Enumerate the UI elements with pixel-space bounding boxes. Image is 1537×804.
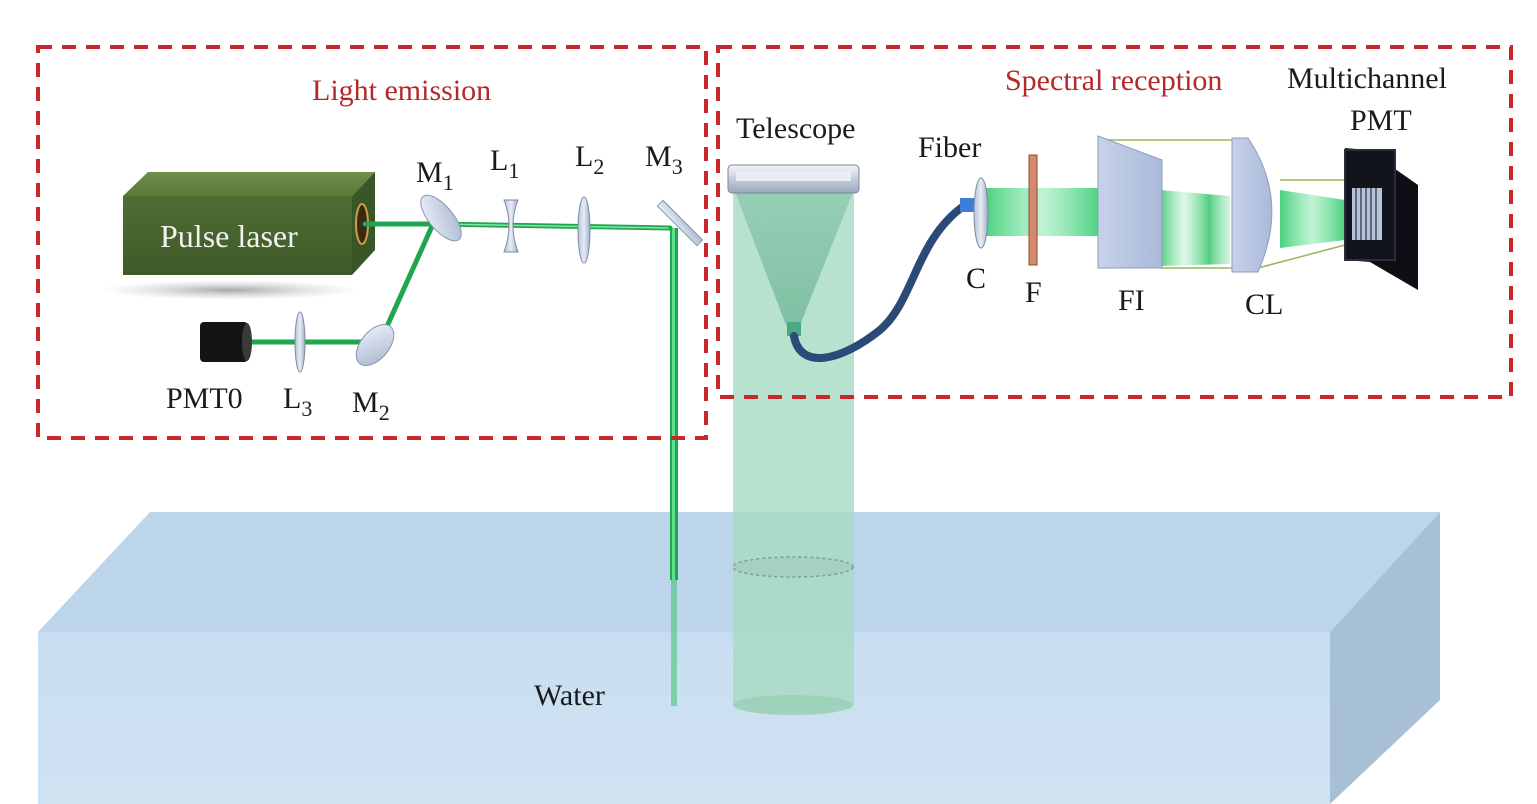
label-pmt-line1: Multichannel [1287, 62, 1447, 95]
optical-fiber [790, 201, 969, 362]
label-l1: L1 [490, 144, 519, 183]
collimator-lens [973, 177, 989, 249]
mirror-m2 [355, 324, 395, 366]
filter [1028, 154, 1038, 266]
lens-l2 [577, 196, 591, 264]
mirror-m1 [420, 194, 462, 242]
lens-l1 [503, 199, 519, 253]
label-pulse-laser: Pulse laser [160, 218, 298, 254]
cylindrical-lens [1231, 137, 1273, 273]
mirror-m3 [656, 199, 704, 247]
section-title-reception: Spectral reception [1005, 64, 1222, 97]
telescope-eyepiece [787, 322, 801, 336]
label-f: F [1025, 276, 1042, 309]
label-m1: M1 [416, 156, 454, 195]
lens-l3 [294, 311, 306, 373]
water-front-face [38, 632, 1330, 804]
fi-element [1097, 135, 1163, 269]
label-water: Water [534, 679, 605, 712]
label-pmt-line2: PMT [1350, 104, 1412, 137]
laser-beam-down [670, 228, 678, 706]
fiber-connector [960, 198, 974, 212]
water-side-face [1330, 512, 1440, 804]
pulse-laser [100, 172, 375, 300]
label-cl: CL [1245, 288, 1283, 321]
multichannel-pmt [1344, 148, 1418, 290]
label-c: C [966, 262, 986, 295]
section-title-emission: Light emission [312, 74, 491, 107]
telescope [727, 164, 860, 336]
laser-beam-emission [242, 221, 673, 345]
reception-beam [985, 139, 1346, 269]
light-emission-section [36, 45, 708, 440]
label-fiber: Fiber [918, 131, 981, 164]
label-m2: M2 [352, 386, 390, 425]
label-pmt0: PMT0 [166, 382, 243, 415]
pmt0-detector [200, 322, 252, 362]
label-l3: L3 [283, 382, 312, 421]
label-l2: L2 [575, 140, 604, 179]
label-fi: FI [1118, 284, 1145, 317]
telescope-cone [735, 192, 853, 325]
label-telescope: Telescope [736, 112, 856, 145]
spectral-reception-section [716, 45, 1513, 399]
label-m3: M3 [645, 140, 683, 179]
laser-shadow [100, 280, 360, 300]
